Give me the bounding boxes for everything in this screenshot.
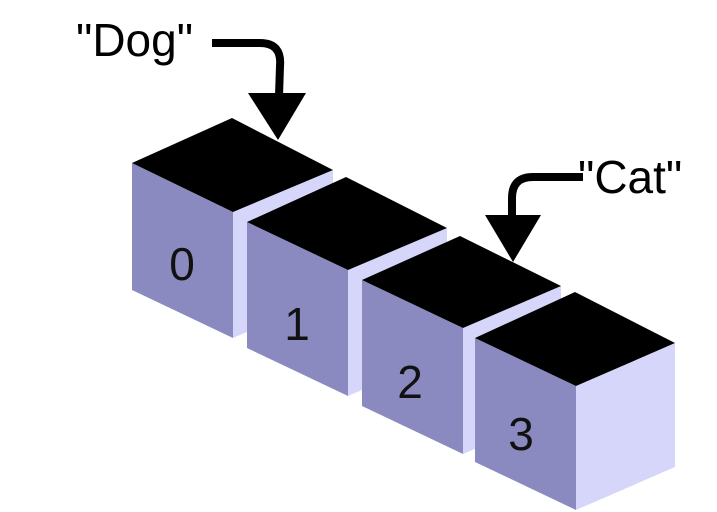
cell-3-top <box>475 292 675 386</box>
cell-0-front <box>132 163 233 338</box>
cell-1-front <box>247 222 348 396</box>
pointer-dog-arrow-line <box>212 39 285 97</box>
pointer-dog: "Dog" <box>76 14 306 140</box>
array-cell-3: 3 <box>475 292 675 510</box>
cell-3-side <box>576 343 675 510</box>
cell-2-top <box>362 236 561 328</box>
cell-1-index: 1 <box>284 298 310 350</box>
pointer-cat-arrow-head <box>485 215 541 262</box>
cell-2-index: 2 <box>397 356 423 408</box>
cell-1-top <box>247 177 447 270</box>
cell-0-index: 0 <box>169 238 195 290</box>
pointer-cat-arrow-line <box>508 173 583 218</box>
cell-3-index: 3 <box>508 408 534 460</box>
pointer-cat: "Cat" <box>485 151 682 262</box>
cell-3-front <box>475 338 576 510</box>
pointer-cat-label: "Cat" <box>578 151 682 203</box>
cell-2-front <box>362 280 463 454</box>
cell-0-top <box>132 118 333 212</box>
pointer-dog-label: "Dog" <box>76 14 193 66</box>
pointer-dog-arrow-head <box>248 93 306 140</box>
